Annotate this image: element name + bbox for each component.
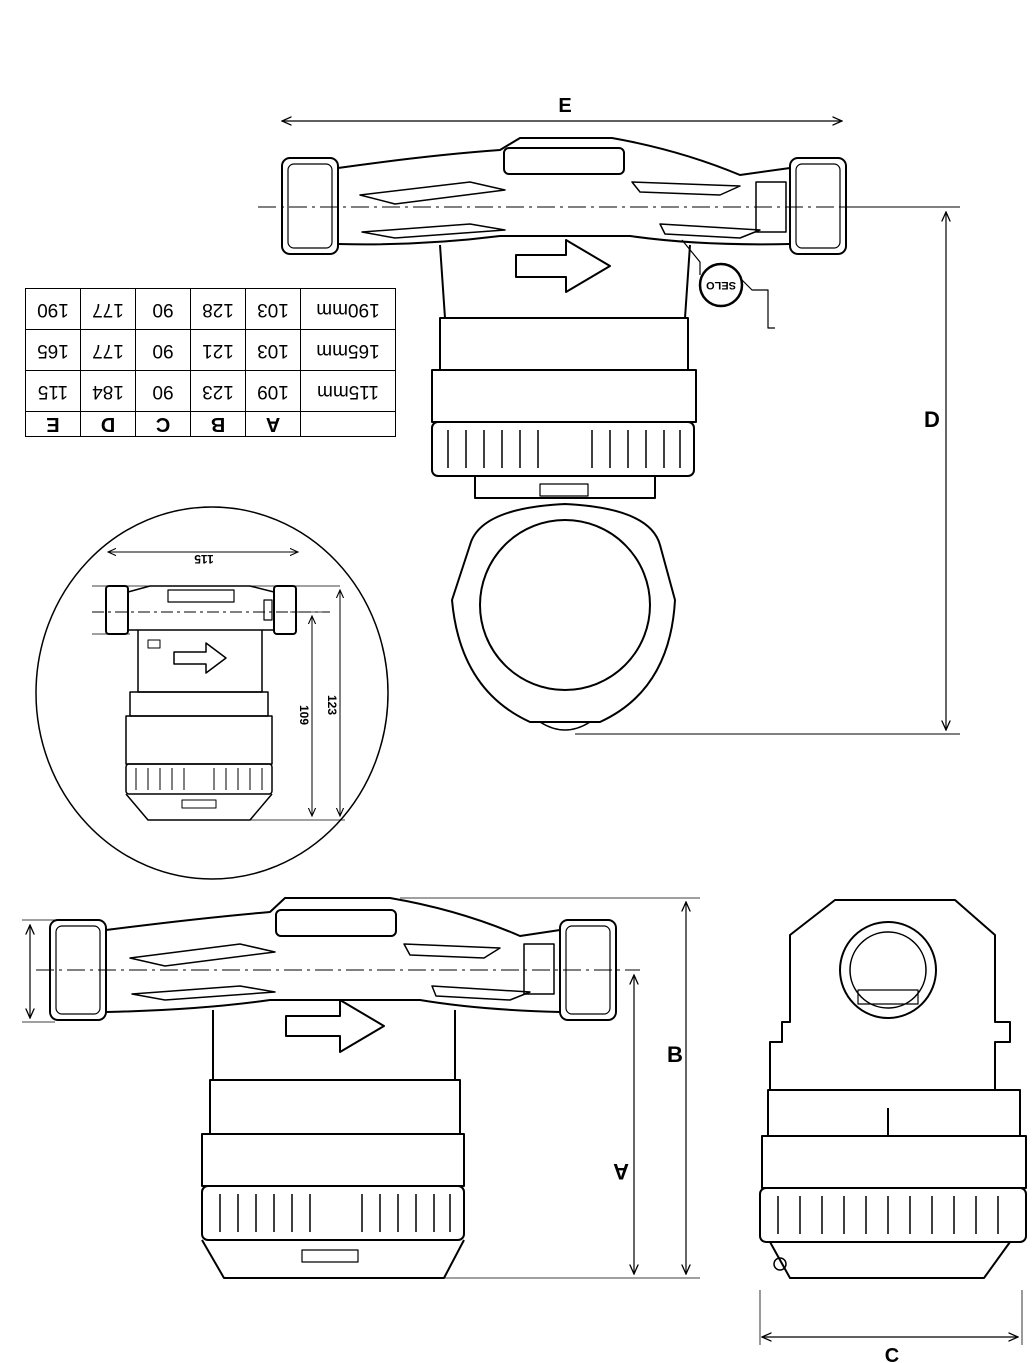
top-view [258,121,960,735]
table-row: 165mm 103 121 90 177 165 [25,329,396,371]
seal-label: SELO [706,279,736,291]
table-cell: 128 [190,288,246,330]
front-view [22,897,700,1279]
table-cell: 123 [190,370,246,412]
table-cell: 103 [245,288,301,330]
table-header-cell: A [245,411,301,437]
inset-view [35,506,389,880]
table-cell: 115mm [300,370,396,412]
table-header-cell: C [135,411,191,437]
table-cell: 115 [25,370,81,412]
table-cell: 121 [190,329,246,371]
table-cell: 190mm [300,288,396,330]
inset-outer-height-label: 123 [325,695,339,715]
table-header-row: A B C D E [25,411,396,437]
table-cell: 177 [80,288,136,330]
table-cell: 90 [135,329,191,371]
table-cell: 165mm [300,329,396,371]
dimension-b-label: B [667,1042,683,1067]
table-cell: 90 [135,370,191,412]
table-cell: 184 [80,370,136,412]
table-cell: 90 [135,288,191,330]
dimension-d-label: D [924,407,940,432]
table-header-cell: E [25,411,81,437]
dimension-a-label: A [613,1159,629,1184]
table-cell: 165 [25,329,81,371]
dimensions-table: A B C D E 115mm 109 123 90 184 115 165mm… [25,288,396,437]
table-cell: 109 [245,370,301,412]
table-header-cell: D [80,411,136,437]
inset-width-label: 115 [194,552,214,566]
table-cell: 177 [80,329,136,371]
dimension-e-label: E [558,95,571,117]
seal-icon [698,262,744,308]
table-header-cell [300,411,396,437]
table-row: 190mm 103 128 90 177 190 [25,288,396,330]
table-header-cell: B [190,411,246,437]
table-cell: 190 [25,288,81,330]
table-row: 115mm 109 123 90 184 115 [25,370,396,412]
side-view [759,899,1027,1345]
table-cell: 103 [245,329,301,371]
inset-inner-height-label: 109 [297,705,311,725]
dimension-c-label: C [885,1345,899,1363]
